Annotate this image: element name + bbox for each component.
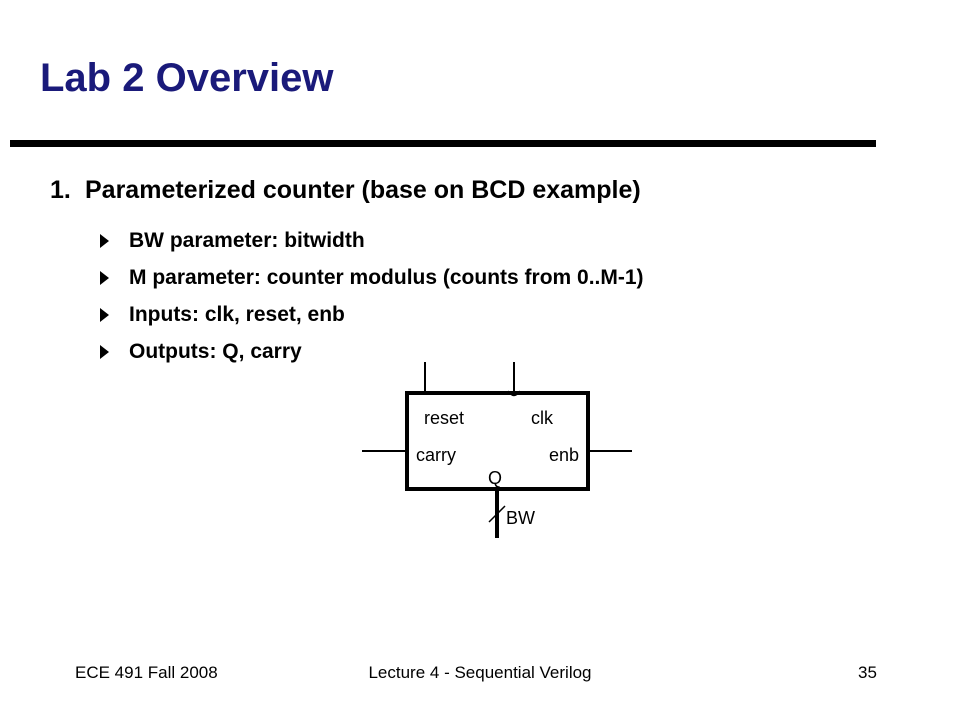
slide-title: Lab 2 Overview <box>40 56 334 100</box>
bus-width-slash-icon <box>488 505 506 523</box>
sub-point-text: Inputs: clk, reset, enb <box>129 302 345 326</box>
main-point: 1. Parameterized counter (base on BCD exa… <box>50 176 641 205</box>
main-point-number: 1. <box>50 176 71 204</box>
bw-label: BW <box>506 508 535 528</box>
sub-point: Outputs: Q, carry <box>100 333 644 370</box>
triangle-bullet-icon <box>100 233 109 248</box>
page-number: 35 <box>858 663 877 682</box>
footer-course: ECE 491 Fall 2008 <box>75 663 218 682</box>
sub-point-list: BW parameter: bitwidth M parameter: coun… <box>100 222 644 370</box>
sub-point: M parameter: counter modulus (counts fro… <box>100 259 644 296</box>
reset-label: reset <box>424 408 464 428</box>
main-point-text: Parameterized counter (base on BCD examp… <box>85 176 641 204</box>
clk-label: clk <box>531 408 554 428</box>
title-divider <box>10 140 876 147</box>
sub-point-text: Outputs: Q, carry <box>129 339 302 363</box>
q-label: Q <box>488 468 502 488</box>
footer-lecture: Lecture 4 - Sequential Verilog <box>368 663 592 682</box>
triangle-bullet-icon <box>100 307 109 322</box>
enb-label: enb <box>549 445 579 465</box>
triangle-bullet-icon <box>100 344 109 359</box>
counter-block <box>405 391 590 491</box>
sub-point-text: BW parameter: bitwidth <box>129 228 365 252</box>
sub-point: BW parameter: bitwidth <box>100 222 644 259</box>
triangle-bullet-icon <box>100 270 109 285</box>
clock-edge-icon <box>507 390 521 397</box>
sub-point: Inputs: clk, reset, enb <box>100 296 644 333</box>
carry-label: carry <box>416 445 456 465</box>
sub-point-text: M parameter: counter modulus (counts fro… <box>129 265 644 289</box>
